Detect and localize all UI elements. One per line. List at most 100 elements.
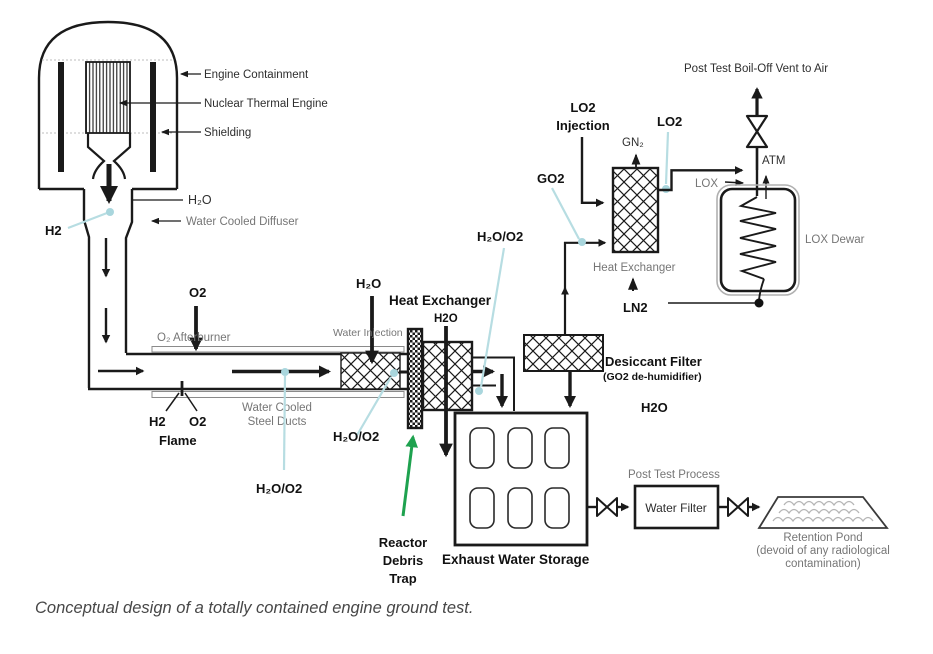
label-exhaust-water-storage: Exhaust Water Storage	[442, 552, 590, 567]
storage-cell	[469, 427, 495, 469]
label-h2o-o2-injection: H₂O/O2	[333, 429, 379, 444]
label-ln2: LN2	[623, 300, 648, 315]
heat-exchanger-right-box	[611, 166, 660, 254]
desiccant-go2-loop-assembly: Desiccant Filter (GO2 de-humidifier) H2O…	[523, 171, 702, 415]
duct-water-jacket-top	[151, 346, 405, 353]
h2o-o2-duct-callout-dot	[281, 368, 289, 376]
label-reactor-debris-trap-3: Trap	[389, 571, 417, 586]
label-atm: ATM	[762, 155, 785, 167]
diffuser-wall-right	[124, 189, 134, 353]
go2-callout-dot	[578, 238, 586, 246]
desiccant-filter-box	[523, 334, 604, 372]
lox-dewar-assembly: Post Test Boil-Off Vent to Air ATM LOX L…	[668, 63, 865, 308]
retention-pond	[757, 496, 889, 529]
exhaust-water-storage-assembly: Exhaust Water Storage	[442, 411, 590, 567]
storage-cell	[507, 427, 533, 469]
shielding-bar-left	[58, 62, 64, 172]
label-h2o-water-injection: H₂O	[356, 276, 381, 291]
label-post-test-vent: Post Test Boil-Off Vent to Air	[684, 63, 828, 75]
post-test-process-assembly: Post Test Process Water Filter Retention…	[587, 469, 890, 570]
lox-pointer	[724, 179, 745, 187]
containment-dome	[37, 20, 179, 189]
label-water-cooled-diffuser: Water Cooled Diffuser	[186, 216, 299, 228]
label-reactor-debris-trap-2: Debris	[383, 553, 423, 568]
label-lo2-injection-1: LO2	[570, 100, 595, 115]
label-o2-afterburner: O₂ Afterburner	[157, 332, 231, 344]
engine-nozzle	[86, 133, 132, 180]
flame-pointer-h2	[165, 392, 180, 412]
valve-2	[727, 497, 749, 517]
shielding-bar-right	[150, 62, 156, 172]
label-engine-containment: Engine Containment	[204, 69, 309, 81]
label-h2o-center: H2O	[434, 313, 458, 325]
label-o2-injection: O2	[189, 285, 206, 300]
label-lo2-injection-2: Injection	[556, 118, 610, 133]
storage-cell	[469, 487, 495, 529]
storage-cell	[544, 427, 570, 469]
label-lox-dewar: LOX Dewar	[805, 234, 865, 246]
label-h2o-desiccant: H2O	[641, 400, 668, 415]
pond-wave-row-2	[778, 508, 860, 515]
label-retention-pond-2: (devoid of any radiological	[756, 545, 890, 557]
label-gn2: GN₂	[622, 137, 644, 149]
label-h2-callout: H2	[45, 223, 62, 238]
h2-callout-line	[67, 211, 108, 230]
label-heat-exchanger-center: Heat Exchanger	[389, 293, 492, 308]
water-cooled-diffuser-assembly: H₂O Water Cooled Diffuser H2	[45, 189, 299, 388]
lox-dewar	[719, 187, 797, 293]
lo2-injection-arrow	[580, 137, 605, 208]
label-retention-pond-3: contamination)	[785, 558, 861, 570]
ln2-junction-dot	[754, 298, 764, 308]
h2-callout-dot	[106, 208, 114, 216]
dewar-coil-outlet	[758, 278, 765, 301]
label-retention-pond-1: Retention Pond	[783, 532, 862, 544]
label-water-injection: Water Injection	[333, 327, 403, 339]
storage-cell	[544, 487, 570, 529]
label-flame-h2: H2	[149, 414, 166, 429]
label-nuclear-thermal-engine: Nuclear Thermal Engine	[204, 98, 328, 110]
storage-cell	[507, 487, 533, 529]
dewar-coil	[738, 196, 777, 280]
label-flame: Flame	[159, 433, 197, 448]
duct-water-jacket-bottom	[151, 391, 405, 398]
label-desiccant-filter-sub: (GO2 de-humidifier)	[603, 371, 702, 383]
h2o-o2-storage-callout-dot	[475, 387, 483, 395]
label-lo2-callout: LO2	[657, 114, 682, 129]
pond-wave-row-1	[783, 500, 855, 507]
label-h2o-o2-duct: H₂O/O2	[256, 481, 302, 496]
label-h2o-diffuser: H₂O	[188, 193, 212, 207]
label-post-test-process: Post Test Process	[628, 469, 720, 481]
valve-1	[596, 497, 618, 517]
label-go2: GO2	[537, 171, 564, 186]
label-h2o-o2-storage: H₂O/O2	[477, 229, 523, 244]
pond-wave-row-3	[772, 516, 874, 523]
label-water-filter: Water Filter	[645, 501, 707, 515]
vent-valve	[745, 114, 769, 149]
label-heat-exchanger-right: Heat Exchanger	[593, 262, 676, 274]
h2o-o2-injection-callout-line	[355, 376, 392, 438]
h2o-o2-injection-callout-dot	[390, 369, 398, 377]
go2-callout-line	[551, 187, 580, 240]
reactor-debris-trap	[406, 327, 424, 430]
label-lox: LOX	[695, 178, 718, 190]
heat-exchanger-right-assembly: Heat Exchanger GN₂ LO2 Injection LO2 LN2	[556, 100, 744, 315]
label-water-cooled-steel-ducts-2: Steel Ducts	[248, 416, 307, 428]
h2o-o2-storage-callout-line	[479, 247, 506, 388]
label-reactor-debris-trap-1: Reactor	[379, 535, 427, 550]
lo2-callout-line	[664, 131, 670, 185]
lox-dewar-outer-wall	[716, 184, 800, 296]
h2o-o2-duct-callout-line	[282, 375, 287, 471]
engine-core	[85, 61, 131, 134]
engine-containment-assembly: Engine Containment Nuclear Thermal Engin…	[37, 20, 328, 204]
flame-pointer-o2	[184, 392, 198, 412]
water-cooled-duct-assembly: O2 O₂ Afterburner H2 O2 Flame Water Cool…	[88, 276, 409, 496]
label-shielding: Shielding	[204, 127, 251, 139]
label-water-cooled-steel-ducts-1: Water Cooled	[242, 402, 312, 414]
figure-caption: Conceptual design of a totally contained…	[35, 599, 473, 617]
storage-inlet-hood	[472, 356, 515, 411]
label-desiccant-filter: Desiccant Filter	[605, 354, 702, 369]
lo2-outlet-line	[658, 165, 744, 192]
debris-trap-heat-exchanger-assembly: Reactor Debris Trap Heat Exchanger H2O H…	[379, 229, 523, 586]
